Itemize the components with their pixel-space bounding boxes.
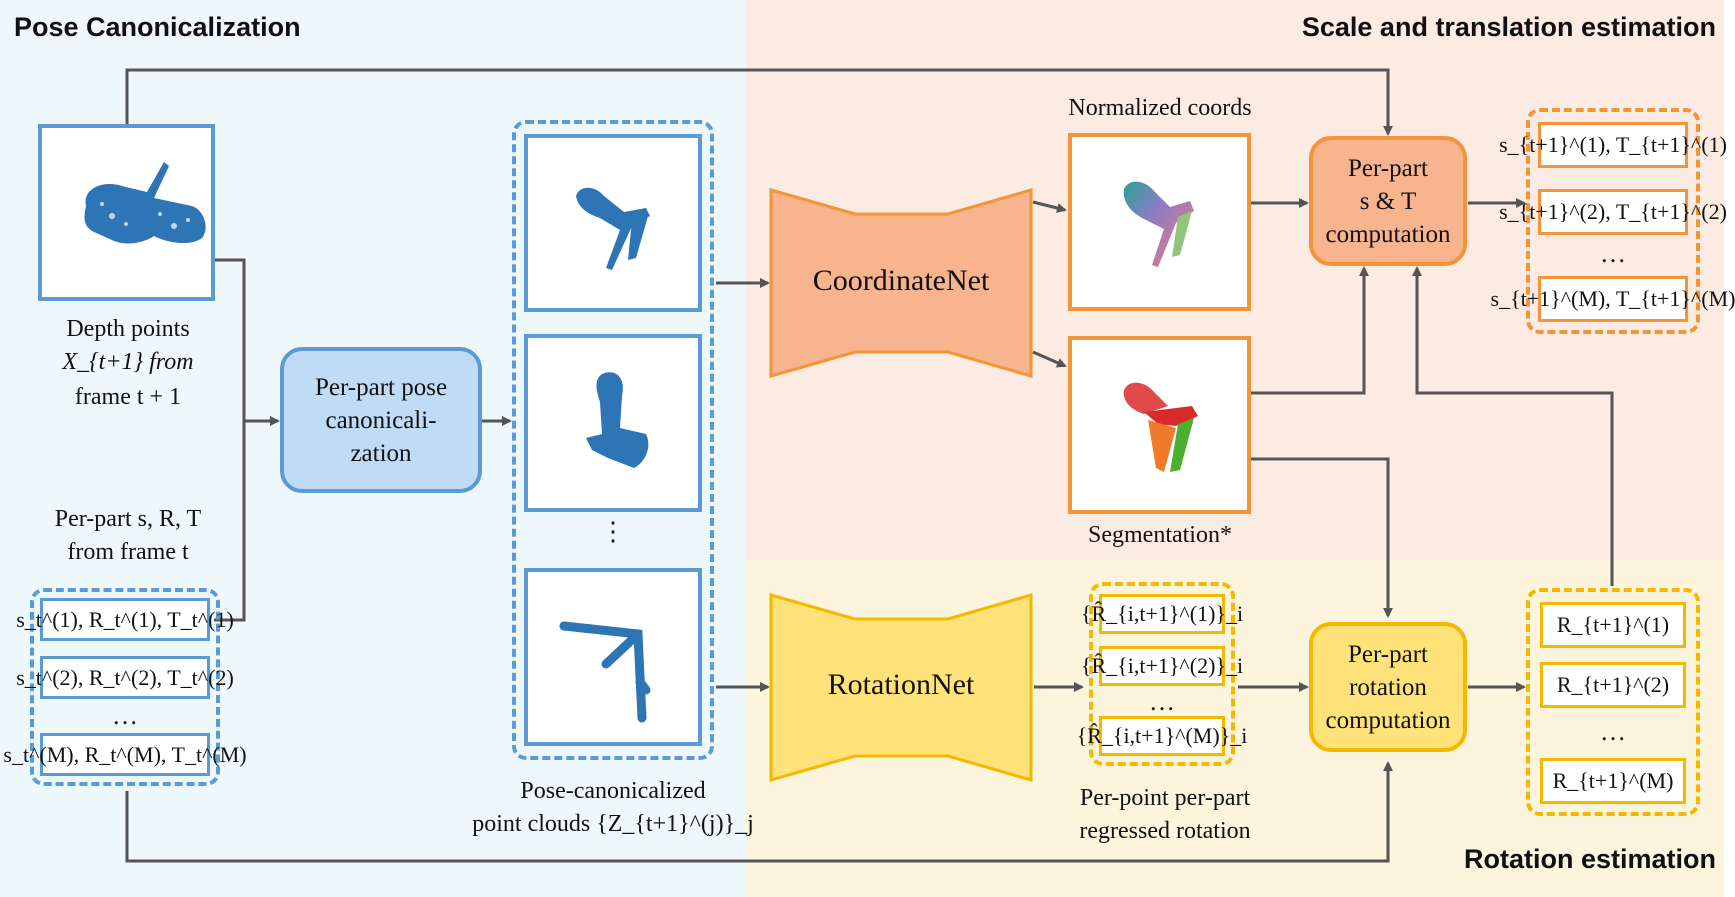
point-cloud-ellipsis: ⋮ (600, 517, 626, 546)
canonical-cloud-2-icon (586, 372, 649, 468)
rotation-result-item: R_{t+1}^(1) (1540, 602, 1686, 648)
regressed-rotation-group (1089, 582, 1235, 766)
st-computation-block: Per-part s & T computation (1309, 136, 1467, 266)
st-results-group (1526, 108, 1700, 334)
rotation-result-item: R_{t+1}^(M) (1540, 758, 1686, 804)
st-result-item: s_{t+1}^(2), T_{t+1}^(2) (1499, 189, 1727, 235)
glasses-point-cloud-icon (84, 162, 206, 244)
point-cloud-image (524, 334, 702, 512)
rotation-computation-line1: Per-part (1347, 640, 1428, 668)
coordinatenet-label: CoordinateNet (812, 264, 990, 297)
st-computation-line2: s & T (1359, 187, 1417, 215)
depth-label-line3: frame t + 1 (74, 384, 182, 410)
regressed-label-line2: regressed rotation (1079, 818, 1251, 844)
st-results-ellipsis: … (1600, 239, 1626, 268)
canonicalization-line3: zation (350, 439, 412, 467)
depth-label-line2: X_{t+1} from (62, 349, 194, 375)
section-title-scale-translation: Scale and translation estimation (1301, 12, 1716, 42)
regressed-rotation-item: {R̂_{i,t+1}^(M)}_i (1077, 716, 1247, 756)
depth-label-line1: Depth points (66, 316, 190, 342)
regressed-label-line1: Per-point per-part (1079, 785, 1251, 811)
prev-pose-label-line2: from frame t (67, 539, 189, 565)
segmentation-cloud-icon (1123, 382, 1198, 472)
prev-pose-ellipsis: … (112, 701, 138, 730)
normalized-coords-label: Normalized coords (1068, 95, 1252, 121)
prev-pose-group (30, 588, 220, 786)
st-computation-line3: computation (1325, 220, 1451, 248)
canonical-cloud-3-icon (559, 621, 651, 723)
prev-pose-item: s_t^(1), R_t^(1), T_t^(1) (16, 598, 234, 641)
rotation-results-group (1526, 588, 1700, 816)
canonical-cloud-1-icon (576, 187, 650, 270)
regressed-rotation-item: {R̂_{i,t+1}^(1)}_i (1081, 594, 1243, 634)
point-cloud-label-line2: point clouds {Z_{t+1}^(j)}_j (472, 811, 754, 837)
rotation-computation-line3: computation (1325, 706, 1451, 734)
rotation-computation-block: Per-part rotation computation (1309, 622, 1467, 752)
rotation-results-ellipsis: … (1600, 717, 1626, 746)
section-title-rotation: Rotation estimation (1463, 844, 1716, 874)
segmentation-image (1068, 336, 1251, 514)
prev-pose-item: s_t^(2), R_t^(2), T_t^(2) (16, 656, 234, 699)
st-result-item: s_{t+1}^(1), T_{t+1}^(1) (1499, 122, 1727, 168)
point-cloud-label-line1: Pose-canonicalized (520, 778, 706, 804)
regressed-rotation-item: {R̂_{i,t+1}^(2)}_i (1081, 646, 1243, 686)
prev-pose-item: s_t^(M), R_t^(M), T_t^(M) (3, 733, 247, 776)
point-cloud-image (524, 568, 702, 746)
st-result-item: s_{t+1}^(M), T_{t+1}^(M) (1491, 276, 1735, 322)
segmentation-label: Segmentation* (1088, 522, 1232, 548)
point-cloud-group (512, 120, 714, 760)
canonicalization-line1: Per-part pose (314, 373, 448, 401)
depth-points-image (38, 124, 215, 301)
section-title-pose: Pose Canonicalization (14, 12, 301, 42)
regressed-rotation-ellipsis: … (1149, 687, 1175, 716)
normalized-coords-cloud-icon (1123, 181, 1194, 267)
rotationnet-label: RotationNet (827, 668, 975, 701)
st-computation-line1: Per-part (1347, 154, 1428, 182)
rotation-computation-line2: rotation (1349, 673, 1427, 701)
point-cloud-image (524, 134, 702, 312)
normalized-coords-image (1068, 133, 1251, 311)
canonicalization-block: Per-part pose canonicali- zation (280, 347, 482, 493)
rotation-result-item: R_{t+1}^(2) (1540, 662, 1686, 708)
prev-pose-label-line1: Per-part s, R, T (54, 506, 202, 532)
canonicalization-line2: canonicali- (325, 406, 437, 434)
